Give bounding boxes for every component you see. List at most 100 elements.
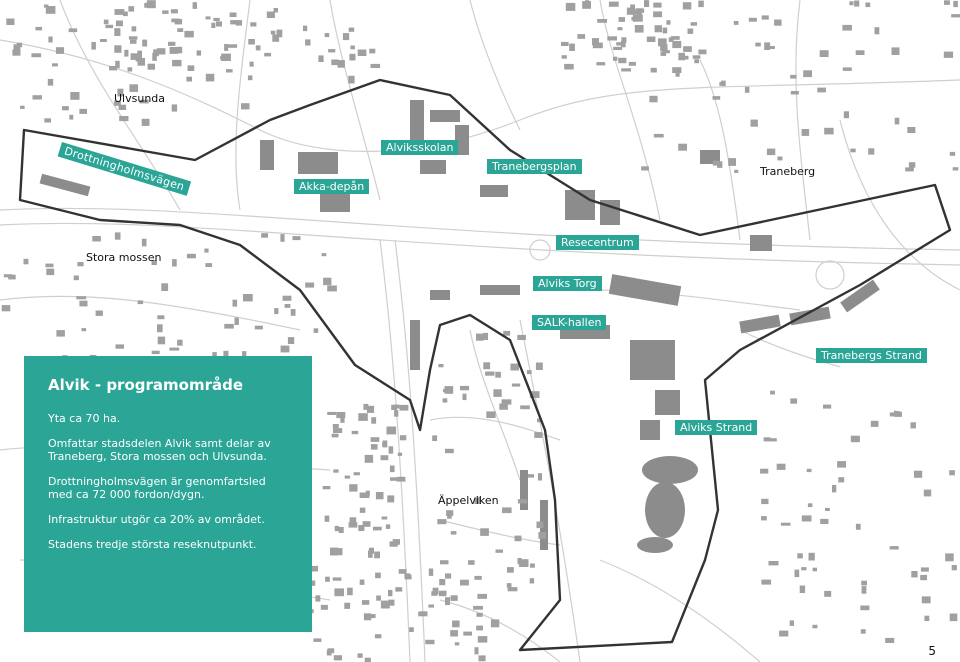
house — [241, 103, 250, 110]
house — [439, 579, 446, 586]
house — [495, 549, 503, 553]
house — [450, 630, 458, 637]
house — [368, 614, 376, 619]
akka-depan-tag: Akka-depån — [294, 179, 370, 194]
house — [812, 624, 818, 629]
house — [35, 26, 43, 31]
house — [537, 473, 542, 481]
house — [717, 161, 723, 168]
house — [477, 636, 488, 643]
house — [474, 647, 479, 655]
house — [502, 507, 512, 514]
house — [870, 420, 879, 427]
house — [380, 455, 389, 461]
house — [889, 412, 897, 417]
house — [592, 42, 603, 49]
house — [374, 634, 382, 639]
house — [670, 36, 680, 40]
house — [404, 573, 411, 578]
house — [394, 410, 399, 417]
house — [186, 76, 192, 82]
house — [45, 263, 54, 268]
house — [698, 0, 704, 8]
house — [850, 148, 856, 153]
house — [768, 561, 779, 566]
house — [232, 299, 238, 307]
house — [12, 49, 21, 56]
house — [529, 578, 535, 584]
house — [303, 25, 308, 32]
house — [655, 26, 661, 32]
house — [95, 310, 103, 316]
house — [445, 597, 450, 606]
house — [70, 92, 80, 100]
house — [376, 595, 381, 601]
house — [914, 470, 923, 478]
house — [510, 363, 519, 371]
house — [776, 463, 786, 470]
house — [187, 65, 195, 71]
house — [266, 11, 275, 18]
house — [868, 148, 875, 155]
alviksskolan-tag: Alviksskolan — [381, 140, 459, 155]
house — [351, 430, 359, 435]
house — [462, 393, 467, 401]
house — [264, 52, 272, 57]
house — [678, 143, 687, 151]
house — [234, 317, 239, 325]
house — [613, 56, 618, 61]
house — [641, 166, 649, 171]
house — [431, 591, 438, 596]
house — [32, 95, 42, 100]
house — [483, 332, 488, 340]
house — [122, 11, 128, 17]
house — [151, 259, 157, 265]
house — [243, 294, 253, 302]
house — [761, 579, 772, 585]
house — [161, 283, 169, 291]
house — [607, 36, 617, 41]
house — [766, 148, 776, 156]
house — [186, 253, 196, 259]
house — [755, 42, 761, 47]
house — [370, 437, 380, 442]
house — [951, 565, 957, 571]
house — [618, 17, 625, 22]
house — [124, 49, 129, 57]
house — [662, 50, 670, 54]
house — [519, 559, 529, 567]
house — [77, 262, 84, 267]
house — [801, 567, 807, 571]
house — [280, 345, 290, 353]
house — [923, 489, 932, 497]
house — [445, 448, 454, 454]
house — [561, 55, 567, 59]
house — [169, 347, 180, 351]
house — [842, 24, 852, 31]
house — [230, 20, 239, 25]
house — [503, 330, 511, 336]
house — [790, 91, 799, 95]
house — [62, 106, 69, 111]
house — [396, 476, 406, 482]
house — [823, 404, 832, 409]
house — [476, 612, 483, 617]
house — [437, 519, 447, 525]
house — [608, 1, 619, 7]
house — [157, 315, 165, 320]
house — [320, 604, 328, 610]
house — [943, 51, 954, 58]
house — [698, 49, 707, 55]
house — [636, 8, 642, 16]
house — [274, 308, 279, 315]
house — [128, 6, 135, 12]
house — [803, 70, 812, 78]
house — [613, 46, 623, 50]
house — [204, 248, 209, 253]
house — [248, 39, 255, 45]
house — [446, 510, 454, 516]
house — [499, 403, 508, 410]
house — [359, 579, 365, 585]
house — [242, 351, 247, 359]
house — [432, 587, 439, 595]
